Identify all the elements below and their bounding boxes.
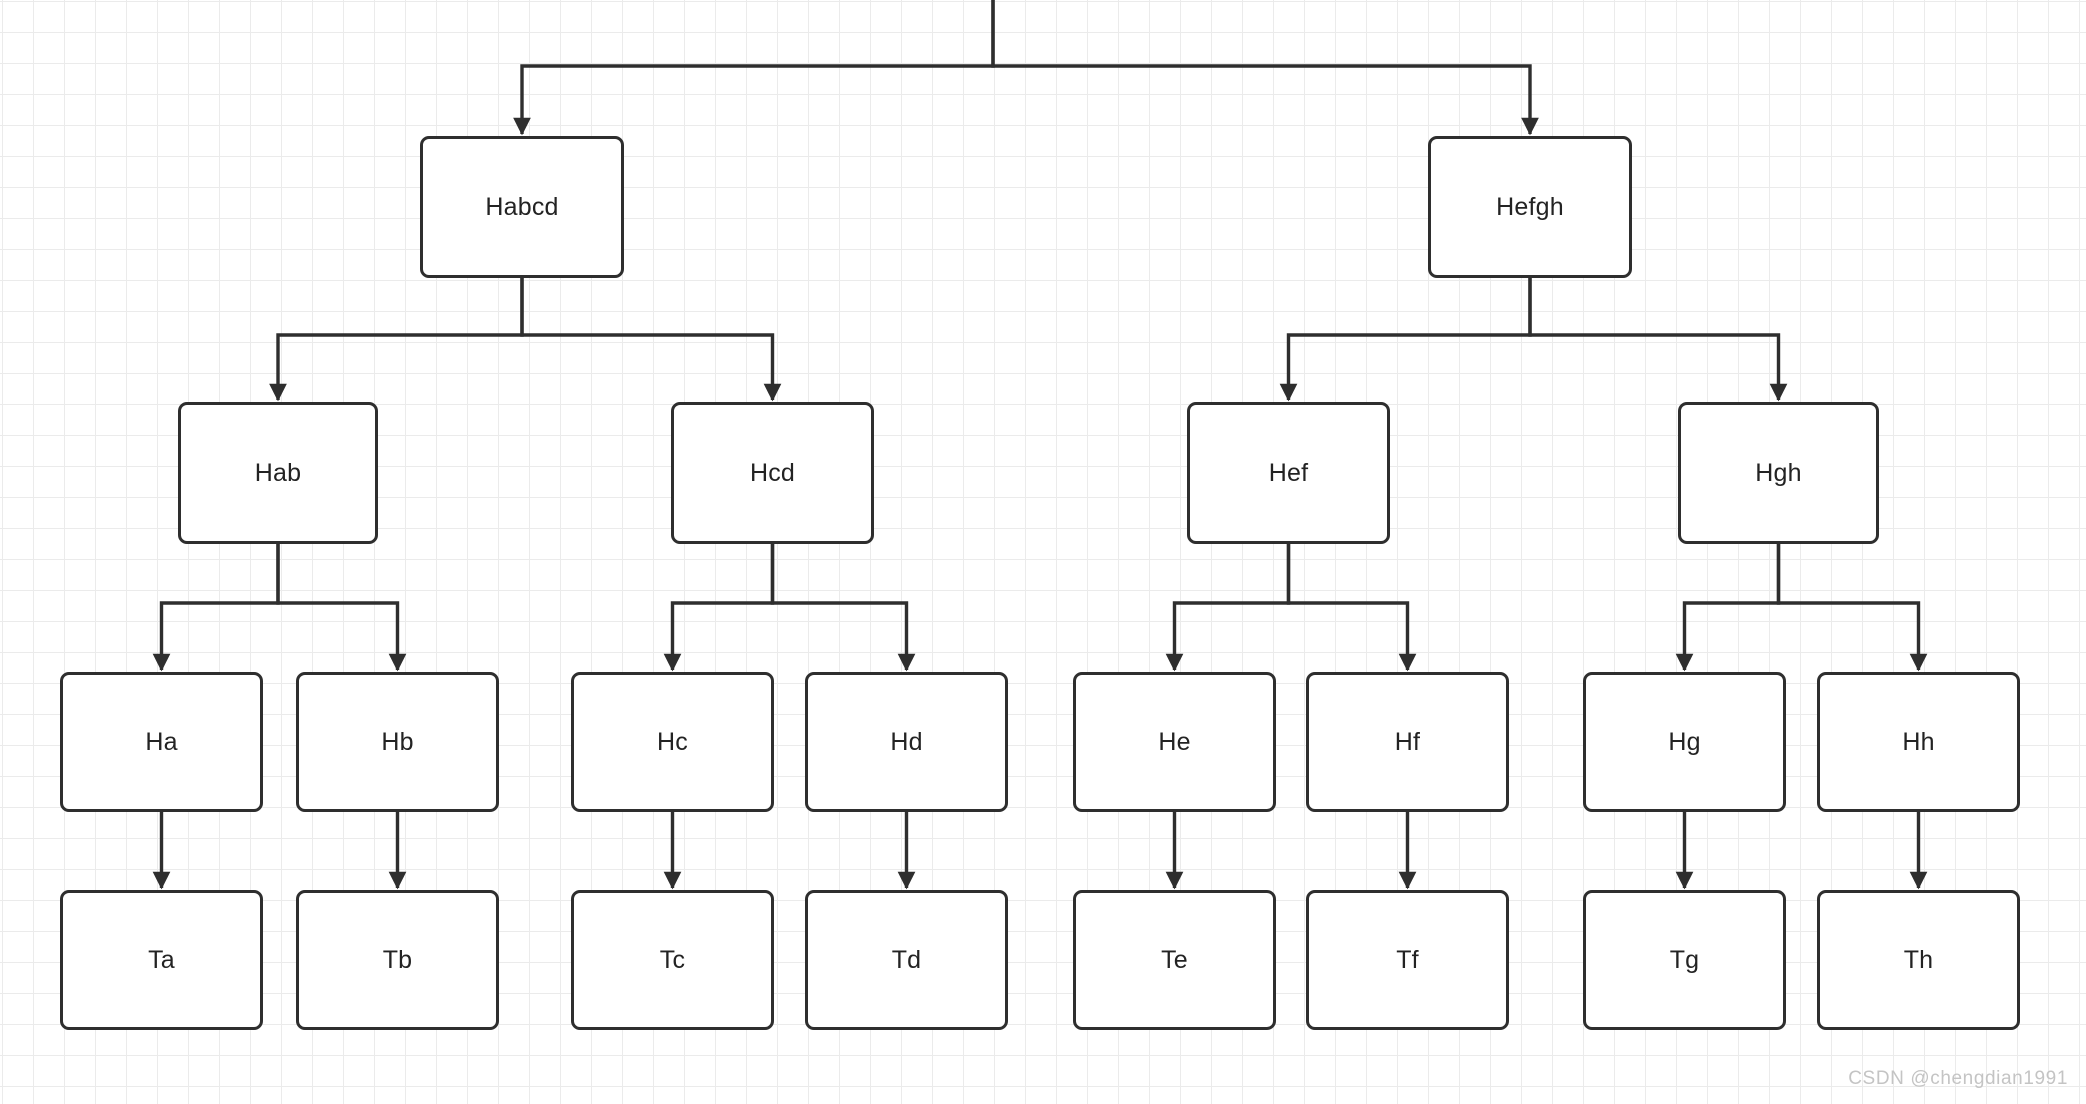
node-td[interactable]: Td — [805, 890, 1008, 1030]
node-hc[interactable]: Hc — [571, 672, 774, 812]
edge-hefgh-to-hgh — [1528, 278, 1788, 402]
node-label: Tf — [1396, 945, 1419, 974]
node-label: Hefgh — [1496, 192, 1564, 221]
node-label: Ha — [145, 727, 178, 756]
edge-habcd-to-hab — [269, 278, 524, 402]
node-hf[interactable]: Hf — [1306, 672, 1509, 812]
node-habcd[interactable]: Habcd — [420, 136, 624, 278]
edge-hcd-to-hd — [770, 544, 916, 672]
edge-hgh-to-hg — [1675, 544, 1781, 672]
node-hcd[interactable]: Hcd — [671, 402, 874, 544]
node-label: Hd — [890, 727, 923, 756]
node-hd[interactable]: Hd — [805, 672, 1008, 812]
node-label: Hef — [1268, 458, 1309, 487]
edge-hab-to-hb — [276, 544, 407, 672]
edge-hab-to-ha — [152, 544, 280, 672]
node-label: Ta — [148, 945, 175, 974]
edge-hgh-to-hh — [1776, 544, 1928, 672]
node-label: Tg — [1669, 945, 1700, 974]
node-hb[interactable]: Hb — [296, 672, 499, 812]
node-th[interactable]: Th — [1817, 890, 2020, 1030]
node-label: Td — [891, 945, 922, 974]
edge-hcd-to-hc — [663, 544, 775, 672]
watermark-label: CSDN @chengdian1991 — [1848, 1068, 2068, 1089]
node-label: Hc — [657, 727, 688, 756]
node-hab[interactable]: Hab — [178, 402, 378, 544]
node-tf[interactable]: Tf — [1306, 890, 1509, 1030]
node-label: Th — [1903, 945, 1934, 974]
node-tb[interactable]: Tb — [296, 890, 499, 1030]
edge-root-to-habcd — [513, 0, 995, 136]
node-label: Hab — [254, 458, 302, 487]
node-label: Hb — [381, 727, 414, 756]
node-tg[interactable]: Tg — [1583, 890, 1786, 1030]
node-label: He — [1158, 727, 1191, 756]
node-he[interactable]: He — [1073, 672, 1276, 812]
edge-hefgh-to-hef — [1279, 278, 1532, 402]
node-ha[interactable]: Ha — [60, 672, 263, 812]
node-ta[interactable]: Ta — [60, 890, 263, 1030]
node-label: Hgh — [1755, 458, 1802, 487]
node-label: Hh — [1902, 727, 1935, 756]
node-label: Tc — [659, 945, 686, 974]
node-te[interactable]: Te — [1073, 890, 1276, 1030]
edge-hef-to-he — [1165, 544, 1291, 672]
node-tc[interactable]: Tc — [571, 890, 774, 1030]
node-hef[interactable]: Hef — [1187, 402, 1390, 544]
node-hh[interactable]: Hh — [1817, 672, 2020, 812]
edge-root-to-hefgh — [991, 0, 1539, 136]
node-hg[interactable]: Hg — [1583, 672, 1786, 812]
node-label: Te — [1161, 945, 1188, 974]
edge-habcd-to-hcd — [520, 278, 782, 402]
node-label: Hf — [1394, 727, 1421, 756]
node-label: Tb — [382, 945, 413, 974]
edge-hef-to-hf — [1286, 544, 1417, 672]
node-hgh[interactable]: Hgh — [1678, 402, 1879, 544]
node-label: Hcd — [749, 458, 796, 487]
node-label: Habcd — [485, 192, 559, 221]
node-hefgh[interactable]: Hefgh — [1428, 136, 1632, 278]
node-label: Hg — [1668, 727, 1701, 756]
